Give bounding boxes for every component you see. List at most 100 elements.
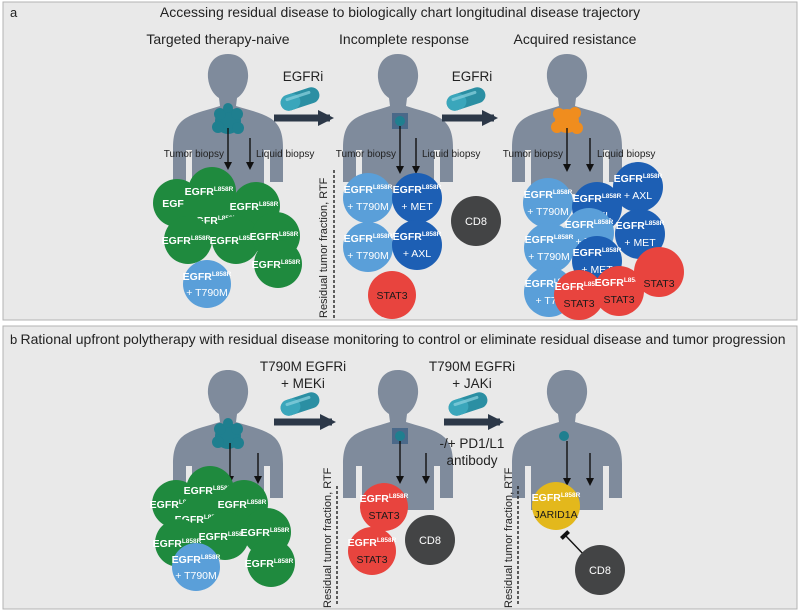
tumor-biopsy-label: Tumor biopsy: [164, 149, 224, 160]
svg-text:EGFRL858R: EGFRL858R: [218, 499, 267, 511]
panel-b-title: Rational upfront polytherapy with residu…: [21, 331, 786, 347]
panel-b-letter: b: [10, 332, 17, 347]
drug-label-jaki: + JAKi: [452, 376, 491, 391]
drug-label-antibody: antibody: [446, 453, 497, 468]
cell-egfr-t790m: EGFRL858R + T790M: [183, 260, 232, 308]
svg-text:+ T790M: + T790M: [175, 570, 217, 582]
svg-text:+ T790M: + T790M: [528, 251, 570, 263]
cell-cd8: CD8: [451, 196, 501, 246]
svg-text:EGFRL858R: EGFRL858R: [344, 233, 393, 245]
rtf-label: Residual tumor fraction, RTF: [318, 177, 330, 318]
stage-label-acquired-resistance: Acquired resistance: [514, 31, 637, 47]
cell-egfr-stat3: EGFRL858R STAT3: [594, 266, 644, 316]
svg-text:EGFRL858R: EGFRL858R: [616, 220, 665, 232]
svg-text:EGFRL858R: EGFRL858R: [183, 271, 232, 283]
svg-text:+ T790M: + T790M: [186, 287, 228, 299]
cell-egfr-met: EGFRL858R + MET: [615, 209, 665, 259]
svg-text:EGFRL858R: EGFRL858R: [573, 247, 622, 259]
panel-b: b Rational upfront polytherapy with resi…: [2, 325, 798, 610]
svg-text:EGFRL858R: EGFRL858R: [555, 281, 604, 293]
svg-text:EGFRL858R: EGFRL858R: [344, 184, 393, 196]
cell-egfr-l858r: EGFRL858R: [199, 512, 249, 560]
stage-label-therapy-naive: Targeted therapy-naive: [146, 31, 289, 47]
svg-text:EGF: EGF: [162, 198, 184, 210]
cell-egfr-l858r: EGFRL858R: [245, 539, 295, 587]
svg-text:+ T790M: + T790M: [347, 201, 389, 213]
cell-egfr-stat3: EGFRL858R STAT3: [360, 483, 409, 531]
rtf-label: Residual tumor fraction, RTF: [322, 467, 334, 608]
rtf-label: Residual tumor fraction, RTF: [503, 467, 515, 608]
svg-text:+ AXL: + AXL: [624, 190, 652, 202]
svg-text:EGFRL858R: EGFRL858R: [185, 186, 234, 198]
cell-cluster-b-3: EGFRL858R JARID1A CD8: [532, 482, 625, 595]
svg-text:+ T790M: + T790M: [527, 206, 569, 218]
svg-text:EGFRL858R: EGFRL858R: [524, 189, 573, 201]
svg-text:EGFRL858R: EGFRL858R: [230, 201, 279, 213]
svg-text:EGFRL858R: EGFRL858R: [348, 537, 397, 549]
svg-text:STAT3: STAT3: [376, 290, 407, 302]
svg-text:EGFRL858R: EGFRL858R: [184, 485, 233, 497]
cell-egfr-met: EGFRL858R + MET: [392, 173, 442, 223]
liquid-biopsy-label: Liquid biopsy: [597, 149, 655, 160]
tumor-icon-resistant: [551, 107, 583, 134]
cell-egfr-t790m: EGFRL858R+ T790M: [172, 543, 221, 591]
tumor-icon-small: [392, 113, 408, 129]
cell-stat3: STAT3: [368, 271, 416, 319]
svg-text:+ MET: + MET: [401, 201, 433, 213]
svg-text:EGFRL858R: EGFRL858R: [573, 193, 622, 205]
cell-egfr-l858r: EGFRL858R: [252, 240, 302, 288]
cell-egfr-stat3: EGFRL858R STAT3: [554, 270, 604, 320]
cell-cluster-incomplete: EGFRL858R + T790M EGFRL858R + MET EGFRL858…: [343, 173, 501, 319]
svg-text:+ MET: + MET: [624, 237, 656, 249]
svg-text:CD8: CD8: [589, 565, 611, 577]
cell-egfr-t790m: EGFRL858R+ T790M: [343, 222, 393, 272]
svg-text:STAT3: STAT3: [563, 298, 594, 310]
svg-text:EGFRL858R: EGFRL858R: [210, 235, 259, 247]
cell-egfr-l858r: EGFRL858R: [162, 216, 212, 264]
svg-text:STAT3: STAT3: [368, 510, 399, 522]
svg-text:EGFRL858R: EGFRL858R: [614, 173, 663, 185]
svg-text:JARID1A: JARID1A: [534, 509, 577, 521]
liquid-biopsy-label: Liquid biopsy: [256, 149, 314, 160]
svg-text:EGFRL858R: EGFRL858R: [360, 493, 409, 505]
svg-text:EGFRL858R: EGFRL858R: [532, 492, 581, 504]
cell-cluster-naive: EGF EGFRL858R EGFRL858R EGFRL858R EGFRL8…: [153, 167, 302, 308]
cell-egfr-t790m: EGFRL858R + T790M: [343, 173, 393, 223]
tumor-icon-large: [212, 103, 244, 134]
svg-text:+ AXL: + AXL: [403, 248, 431, 260]
cell-cluster-b-2: EGFRL858R STAT3 EGFRL858R STAT3 CD8: [348, 483, 455, 575]
stage-label-incomplete-response: Incomplete response: [339, 31, 469, 47]
cell-egfr-axl: EGFRL858R+ AXL: [392, 220, 442, 270]
cell-cluster-b-1: EGFRL858R EGFRL858R EGFRL858R EGFRL858R …: [150, 466, 295, 591]
tumor-icon-large: [212, 418, 244, 449]
cell-egfr-axl: EGFRL858R + AXL: [613, 162, 663, 212]
svg-text:CD8: CD8: [465, 216, 487, 228]
tumor-biopsy-label: Tumor biopsy: [336, 149, 396, 160]
svg-text:EGFRL858R: EGFRL858R: [565, 219, 614, 231]
svg-text:STAT3: STAT3: [356, 554, 387, 566]
svg-text:EGFRL858R: EGFRL858R: [595, 277, 644, 289]
tumor-icon-small: [392, 428, 408, 444]
cell-cd8: CD8: [405, 515, 455, 565]
drug-label-t790m-egfri: T790M EGFRi: [260, 359, 346, 374]
cell-cd8: CD8: [575, 545, 625, 595]
tumor-biopsy-label: Tumor biopsy: [503, 149, 563, 160]
svg-text:EGFRL858R: EGFRL858R: [252, 259, 301, 271]
cell-egfr-jarid1a: EGFRL858R JARID1A: [532, 482, 581, 530]
cell-egfr-l858r: EGFRL858R: [210, 216, 260, 264]
svg-text:EGFRL858R: EGFRL858R: [250, 231, 299, 243]
svg-text:EGFRL858R: EGFRL858R: [162, 235, 211, 247]
svg-text:STAT3: STAT3: [603, 294, 634, 306]
liquid-biopsy-label: Liquid biopsy: [422, 149, 480, 160]
drug-label-pd1-l1: -/+ PD1/L1: [440, 436, 505, 451]
panel-a-letter: a: [10, 5, 18, 20]
svg-text:EGFRL858R: EGFRL858R: [245, 558, 294, 570]
drug-label-t790m-egfri: T790M EGFRi: [429, 359, 515, 374]
svg-text:EGFRL858R: EGFRL858R: [393, 184, 442, 196]
panel-a: a Accessing residual disease to biologic…: [2, 1, 798, 321]
cell-cluster-resistant: EGFRL858R+ T790M EGFRL858R+ AXL EGFRL858…: [523, 162, 684, 320]
cell-egfr-t790m: EGFRL858R + T790M: [524, 223, 574, 273]
drug-label-meki: + MEKi: [281, 376, 325, 391]
svg-text:EGFRL858R: EGFRL858R: [525, 234, 574, 246]
